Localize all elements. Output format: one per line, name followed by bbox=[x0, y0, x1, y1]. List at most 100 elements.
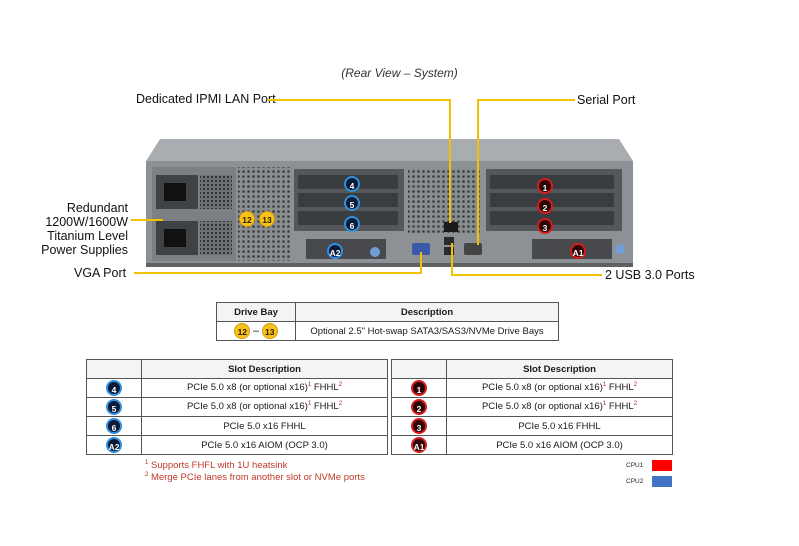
slot-suffix: FHHL bbox=[606, 401, 634, 413]
table-row: A1 PCIe 5.0 x16 AIOM (OCP 3.0) bbox=[391, 435, 673, 455]
legend-cpu2-label: CPU2 bbox=[626, 478, 644, 485]
table-row: 3 PCIe 5.0 x16 FHHL bbox=[391, 416, 673, 436]
table-row: 6 PCIe 5.0 x16 FHHL bbox=[86, 416, 388, 436]
table-row: A2 PCIe 5.0 x16 AIOM (OCP 3.0) bbox=[86, 435, 388, 455]
footnote-1-mark: 1 bbox=[145, 460, 149, 466]
slot-badge-a2: A2 bbox=[327, 243, 343, 259]
slot-description: PCIe 5.0 x8 (or optional x16)1 FHHL2 bbox=[141, 378, 388, 398]
slot-badge: A2 bbox=[106, 437, 122, 453]
callout-psu-line-3: Titanium Level bbox=[47, 229, 128, 243]
drive-bay-badge-to: 13 bbox=[261, 323, 278, 339]
legend-cpu2-swatch bbox=[652, 476, 672, 487]
drive-bay-table: Drive Bay Description 12 – 13 Optional 2… bbox=[216, 302, 559, 341]
leader-usb-h bbox=[451, 274, 602, 276]
drive-bay-badge-12: 12 bbox=[239, 211, 255, 227]
drive-table-header-bay: Drive Bay bbox=[216, 302, 296, 322]
footnote-2-text: Merge PCIe lanes from another slot or NV… bbox=[148, 472, 365, 484]
table-row: 4 PCIe 5.0 x8 (or optional x16)1 FHHL2 bbox=[86, 378, 388, 398]
slot-description: PCIe 5.0 x16 FHHL bbox=[141, 416, 388, 436]
footnote-mark: 1 bbox=[307, 401, 312, 408]
table-row: 2 PCIe 5.0 x8 (or optional x16)1 FHHL2 bbox=[391, 397, 673, 417]
footnote-mark: 1 bbox=[602, 401, 607, 408]
drive-bay-badge-13: 13 bbox=[259, 211, 275, 227]
server-rear-chassis bbox=[146, 139, 633, 267]
slot-description: PCIe 5.0 x16 AIOM (OCP 3.0) bbox=[446, 435, 673, 455]
slot-badge-6: 6 bbox=[344, 216, 360, 232]
callout-vga-port: VGA Port bbox=[74, 266, 127, 280]
leader-vga-v bbox=[420, 252, 422, 274]
footnote-mark: 2 bbox=[633, 401, 638, 408]
slot-description: PCIe 5.0 x16 FHHL bbox=[446, 416, 673, 436]
footnote-2-mark: 2 bbox=[145, 472, 149, 478]
ipmi-lan-port bbox=[444, 222, 458, 232]
slot-badge: 3 bbox=[411, 418, 427, 434]
slot-suffix: FHHL bbox=[311, 401, 339, 413]
callout-ipmi-lan: Dedicated IPMI LAN Port bbox=[136, 92, 276, 106]
drive-table-header-description: Description bbox=[295, 302, 559, 322]
drive-bay-range-separator: – bbox=[252, 325, 260, 337]
footnote-mark: 2 bbox=[338, 382, 343, 389]
slot-description: PCIe 5.0 x16 AIOM (OCP 3.0) bbox=[141, 435, 388, 455]
slot-badge-2: 2 bbox=[537, 198, 553, 214]
callout-serial-port: Serial Port bbox=[577, 93, 636, 107]
slot-text: PCIe 5.0 x8 (or optional x16) bbox=[186, 382, 308, 394]
leader-serial-v bbox=[477, 99, 479, 245]
leader-serial-h bbox=[477, 99, 575, 101]
legend-cpu1-label: CPU1 bbox=[626, 462, 644, 469]
slot-suffix: FHHL bbox=[311, 382, 339, 394]
callout-psu-line-4: Power Supplies bbox=[41, 243, 128, 257]
usb-port-1 bbox=[444, 237, 454, 245]
leader-vga-h bbox=[134, 272, 422, 274]
slot-badge: 2 bbox=[411, 399, 427, 415]
drive-bay-badge-from: 12 bbox=[234, 323, 251, 339]
slot-badge-5: 5 bbox=[344, 195, 360, 211]
slot-text: PCIe 5.0 x8 (or optional x16) bbox=[481, 382, 603, 394]
chassis-top bbox=[146, 139, 633, 161]
serial-port bbox=[464, 243, 482, 255]
drive-table-row: 12 – 13 Optional 2.5" Hot-swap SATA3/SAS… bbox=[216, 321, 559, 341]
table-row: 5 PCIe 5.0 x8 (or optional x16)1 FHHL2 bbox=[86, 397, 388, 417]
callout-psu-line-2: 1200W/1600W bbox=[45, 215, 128, 229]
slot-table-left-header: Slot Description bbox=[141, 359, 388, 379]
slot-table-left: Slot Description 4 PCIe 5.0 x8 (or optio… bbox=[86, 359, 388, 455]
slot-badge: 1 bbox=[411, 380, 427, 396]
drive-table-header-row: Drive Bay Description bbox=[216, 302, 559, 322]
slot-description: PCIe 5.0 x8 (or optional x16)1 FHHL2 bbox=[446, 397, 673, 417]
leader-usb-v bbox=[451, 243, 453, 276]
leader-ipmi-h bbox=[268, 99, 451, 101]
footnote-mark: 1 bbox=[307, 382, 312, 389]
callout-psu-line-1: Redundant bbox=[66, 201, 128, 215]
slot-badge-4: 4 bbox=[344, 176, 360, 192]
slot-table-left-header-row: Slot Description bbox=[86, 359, 388, 379]
drive-bay-description: Optional 2.5" Hot-swap SATA3/SAS3/NVMe D… bbox=[295, 321, 559, 341]
footnote-1: 1 Supports FHFL with 1U heatsink bbox=[145, 460, 287, 471]
vga-port bbox=[412, 243, 430, 255]
slot-badge: 6 bbox=[106, 418, 122, 434]
slot-badge: 4 bbox=[106, 380, 122, 396]
slot-table-right-header: Slot Description bbox=[446, 359, 673, 379]
slot-table-right: Slot Description 1 PCIe 5.0 x8 (or optio… bbox=[391, 359, 673, 455]
slot-badge-3: 3 bbox=[537, 218, 553, 234]
slot-badge: A1 bbox=[411, 437, 427, 453]
leader-ipmi-v bbox=[449, 99, 451, 223]
legend-cpu1-swatch bbox=[652, 460, 672, 471]
slot-suffix: FHHL bbox=[606, 382, 634, 394]
slot-description: PCIe 5.0 x8 (or optional x16)1 FHHL2 bbox=[446, 378, 673, 398]
footnote-mark: 2 bbox=[338, 401, 343, 408]
slot-table-right-header-row: Slot Description bbox=[391, 359, 673, 379]
slot-badge-a1: A1 bbox=[570, 243, 586, 259]
footnote-1-text: Supports FHFL with 1U heatsink bbox=[148, 460, 288, 472]
table-row: 1 PCIe 5.0 x8 (or optional x16)1 FHHL2 bbox=[391, 378, 673, 398]
slot-text: PCIe 5.0 x8 (or optional x16) bbox=[186, 401, 308, 413]
callout-power-supplies: Redundant 1200W/1600W Titanium Level Pow… bbox=[30, 201, 128, 257]
callout-usb-ports: 2 USB 3.0 Ports bbox=[605, 268, 695, 282]
footnote-mark: 1 bbox=[602, 382, 607, 389]
footnote-mark: 2 bbox=[633, 382, 638, 389]
slot-text: PCIe 5.0 x8 (or optional x16) bbox=[481, 401, 603, 413]
drive-bay-range: 12 – 13 bbox=[216, 321, 296, 341]
slot-badge-1: 1 bbox=[537, 178, 553, 194]
leader-psu bbox=[131, 219, 163, 221]
footnote-2: 2 Merge PCIe lanes from another slot or … bbox=[145, 472, 365, 483]
slot-badge: 5 bbox=[106, 399, 122, 415]
usb-port-2 bbox=[444, 247, 454, 255]
